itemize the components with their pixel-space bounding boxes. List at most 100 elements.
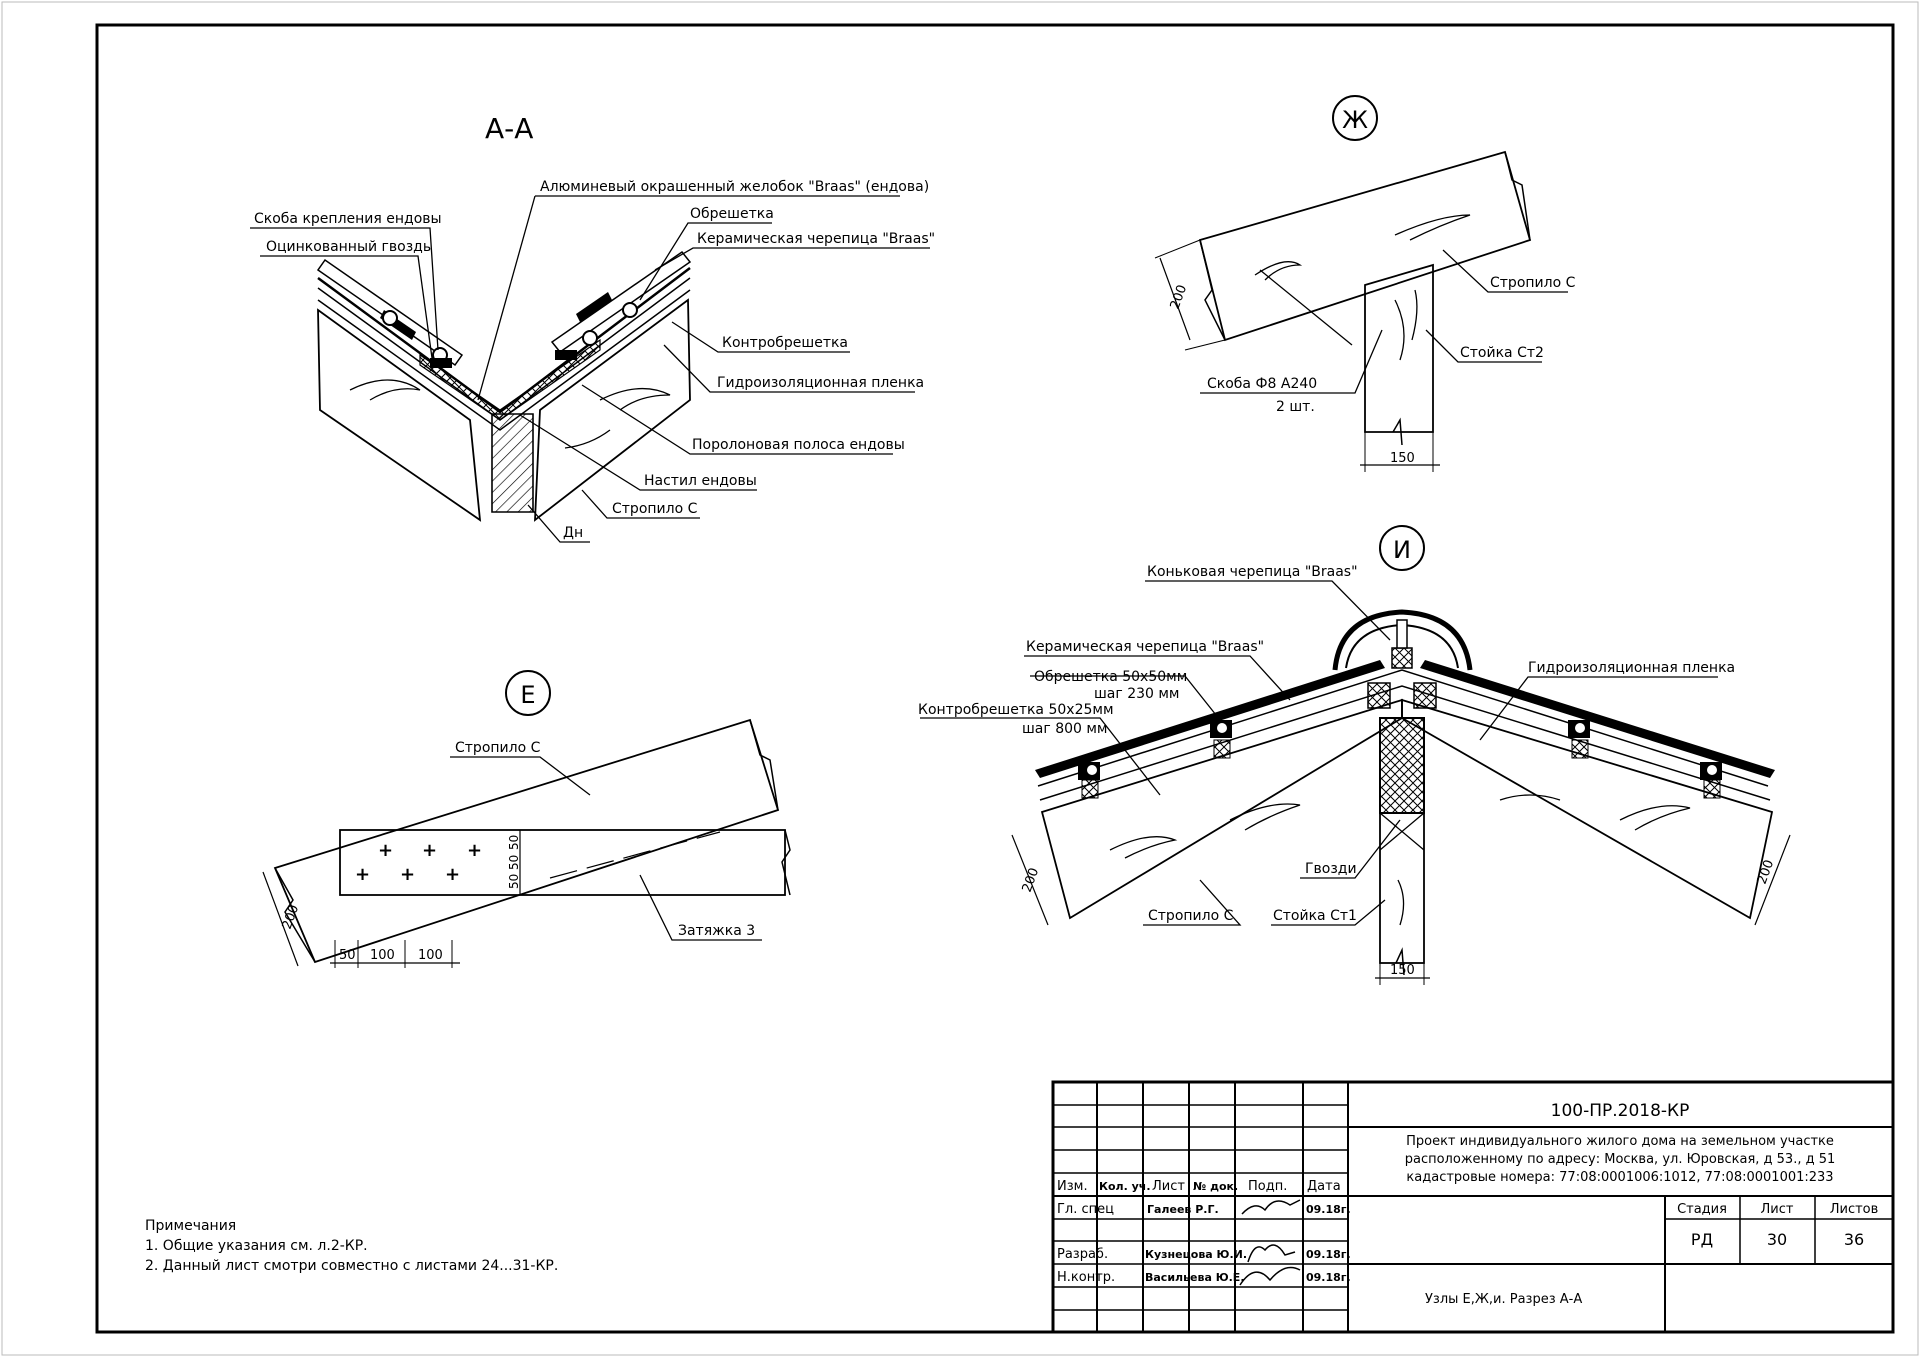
i-label-batten: Обрешетка 50х50мм — [1034, 669, 1187, 685]
tb-hdr-doc: № док. — [1193, 1180, 1238, 1193]
section-aa: А-А Алюминевый окрашенный желобок "Braas… — [250, 112, 935, 543]
i-dim-width: 150 — [1390, 963, 1415, 978]
tb-row1-role: Гл. спец — [1057, 1202, 1114, 1217]
i-ridge-board — [1379, 717, 1425, 814]
tb-row2-role: Разраб. — [1057, 1247, 1108, 1262]
svg-text:+: + — [355, 864, 370, 885]
aa-left-rafter — [317, 308, 482, 522]
node-e-marker: Е — [520, 681, 535, 709]
aa-right-rafter — [534, 298, 691, 522]
aa-label-batten: Обрешетка — [690, 206, 774, 222]
zh-dim-width: 150 — [1390, 451, 1415, 466]
e-dim-50a: 50 — [507, 835, 521, 850]
tb-row1-date: 09.18г. — [1306, 1203, 1351, 1216]
zh-label-post: Стойка Ст2 — [1460, 345, 1544, 361]
aa-label-membrane: Гидроизоляционная пленка — [717, 375, 924, 391]
node-i-marker: И — [1393, 536, 1411, 564]
tb-sheets-hdr: Листов — [1830, 1202, 1879, 1217]
tb-hdr-podp: Подп. — [1248, 1179, 1287, 1194]
i-label-rafter: Стропило С — [1148, 908, 1234, 924]
aa-foam-strip — [419, 338, 601, 421]
aa-label-rafter: Стропило С — [612, 501, 698, 517]
i-label-counter-step: шаг 800 мм — [1022, 721, 1108, 737]
notes-title: Примечания — [145, 1218, 236, 1234]
tb-sheets: 36 — [1844, 1230, 1864, 1249]
tb-project-1: Проект индивидуального жилого дома на зе… — [1406, 1134, 1834, 1149]
tb-stage: РД — [1691, 1230, 1713, 1249]
notes-item-2: 2. Данный лист смотри совместно с листам… — [145, 1258, 558, 1274]
tb-hdr-date: Дата — [1307, 1179, 1341, 1194]
node-i: И — [918, 525, 1791, 985]
i-dim-right: 200 — [1755, 858, 1778, 886]
aa-label-gutter: Алюминевый окрашенный желобок "Braas" (е… — [540, 179, 929, 195]
i-post — [1379, 812, 1425, 964]
e-dim-50b: 50 — [507, 855, 521, 870]
tb-row3-name: Васильева Ю.Е. — [1145, 1271, 1245, 1284]
tb-sheet-title: Узлы Е,Ж,и. Разрез А-А — [1425, 1292, 1582, 1307]
e-dim-50d: 50 — [339, 948, 356, 963]
i-label-tile: Керамическая черепица "Braas" — [1026, 639, 1264, 655]
i-label-batten-step: шаг 230 мм — [1094, 686, 1180, 702]
notes: Примечания 1. Общие указания см. л.2-КР.… — [145, 1218, 558, 1274]
node-e: Е + + + + + + 200 50 50 50 50 100 100 — [262, 670, 791, 968]
node-i-marker-circle — [1379, 525, 1425, 571]
node-zh-marker: Ж — [1342, 106, 1368, 134]
aa-dn-board — [491, 413, 534, 513]
tb-hdr-izm: Изм. — [1057, 1179, 1088, 1194]
i-label-counter: Контробрешетка 50х25мм — [918, 702, 1114, 718]
tb-stage-hdr: Стадия — [1677, 1202, 1727, 1217]
e-dim-100b: 100 — [418, 948, 443, 963]
i-dim-left: 200 — [1020, 866, 1043, 894]
e-label-rafter: Стропило С — [455, 740, 541, 756]
i-ridge-tile — [1332, 609, 1473, 671]
zh-label-clamp-qty: 2 шт. — [1276, 399, 1315, 415]
svg-text:+: + — [445, 864, 460, 885]
svg-text:+: + — [467, 840, 482, 861]
i-rafter-right — [1401, 698, 1774, 920]
tb-hdr-kol: Кол. уч. — [1099, 1180, 1151, 1193]
tb-project-2: расположенному по адресу: Москва, ул. Юр… — [1405, 1152, 1836, 1167]
tb-row1-signature — [1241, 1199, 1301, 1215]
tb-code: 100-ПР.2018-КР — [1551, 1101, 1690, 1121]
tb-project-3: кадастровые номера: 77:08:0001006:1012, … — [1406, 1170, 1833, 1185]
aa-label-counter: Контробрешетка — [722, 335, 848, 351]
node-zh: Ж 200 150 Стропило С Стойка Ст2 Скоба Ф8… — [1154, 95, 1576, 472]
node-zh-marker-circle — [1332, 95, 1378, 141]
i-tile-left — [1035, 660, 1385, 778]
tb-row2-date: 09.18г. — [1306, 1248, 1351, 1261]
tb-row2-signature — [1247, 1244, 1296, 1263]
tb-row3-signature — [1239, 1266, 1301, 1286]
tb-sheet-hdr: Лист — [1761, 1202, 1794, 1217]
node-e-marker-circle — [505, 670, 551, 716]
tb-sheet: 30 — [1767, 1230, 1787, 1249]
aa-label-tile: Керамическая черепица "Braas" — [697, 231, 935, 247]
tb-row2-name: Кузнецова Ю.И. — [1145, 1248, 1247, 1261]
zh-label-rafter: Стропило С — [1490, 275, 1576, 291]
zh-label-clamp: Скоба Ф8 А240 — [1207, 376, 1317, 392]
e-dim-100a: 100 — [370, 948, 395, 963]
aa-label-nail: Оцинкованный гвоздь — [266, 239, 431, 255]
section-aa-title: А-А — [485, 112, 533, 145]
i-label-nails: Гвозди — [1305, 861, 1357, 877]
i-label-ridge: Коньковая черепица "Braas" — [1147, 564, 1358, 580]
svg-text:+: + — [378, 840, 393, 861]
aa-label-foam: Поролоновая полоса ендовы — [692, 437, 905, 453]
aa-label-dn: Дн — [563, 525, 583, 541]
tb-hdr-list: Лист — [1152, 1179, 1185, 1194]
aa-label-deck: Настил ендовы — [644, 473, 757, 489]
e-label-tie: Затяжка 3 — [678, 923, 755, 939]
notes-item-1: 1. Общие указания см. л.2-КР. — [145, 1238, 368, 1254]
drawing-frame — [95, 23, 1895, 1334]
e-tie — [339, 829, 786, 896]
svg-text:+: + — [400, 864, 415, 885]
i-label-post: Стойка Ст1 — [1273, 908, 1357, 924]
i-label-membrane: Гидроизоляционная пленка — [1528, 660, 1735, 676]
i-tile-right — [1420, 660, 1775, 778]
e-dim-50c: 50 — [507, 874, 521, 889]
title-block: 100-ПР.2018-КР Проект индивидуального жи… — [1051, 1080, 1895, 1334]
svg-text:+: + — [422, 840, 437, 861]
tb-row3-role: Н.контр. — [1057, 1270, 1115, 1285]
tb-row1-name: Галеев Р.Г. — [1147, 1203, 1219, 1216]
